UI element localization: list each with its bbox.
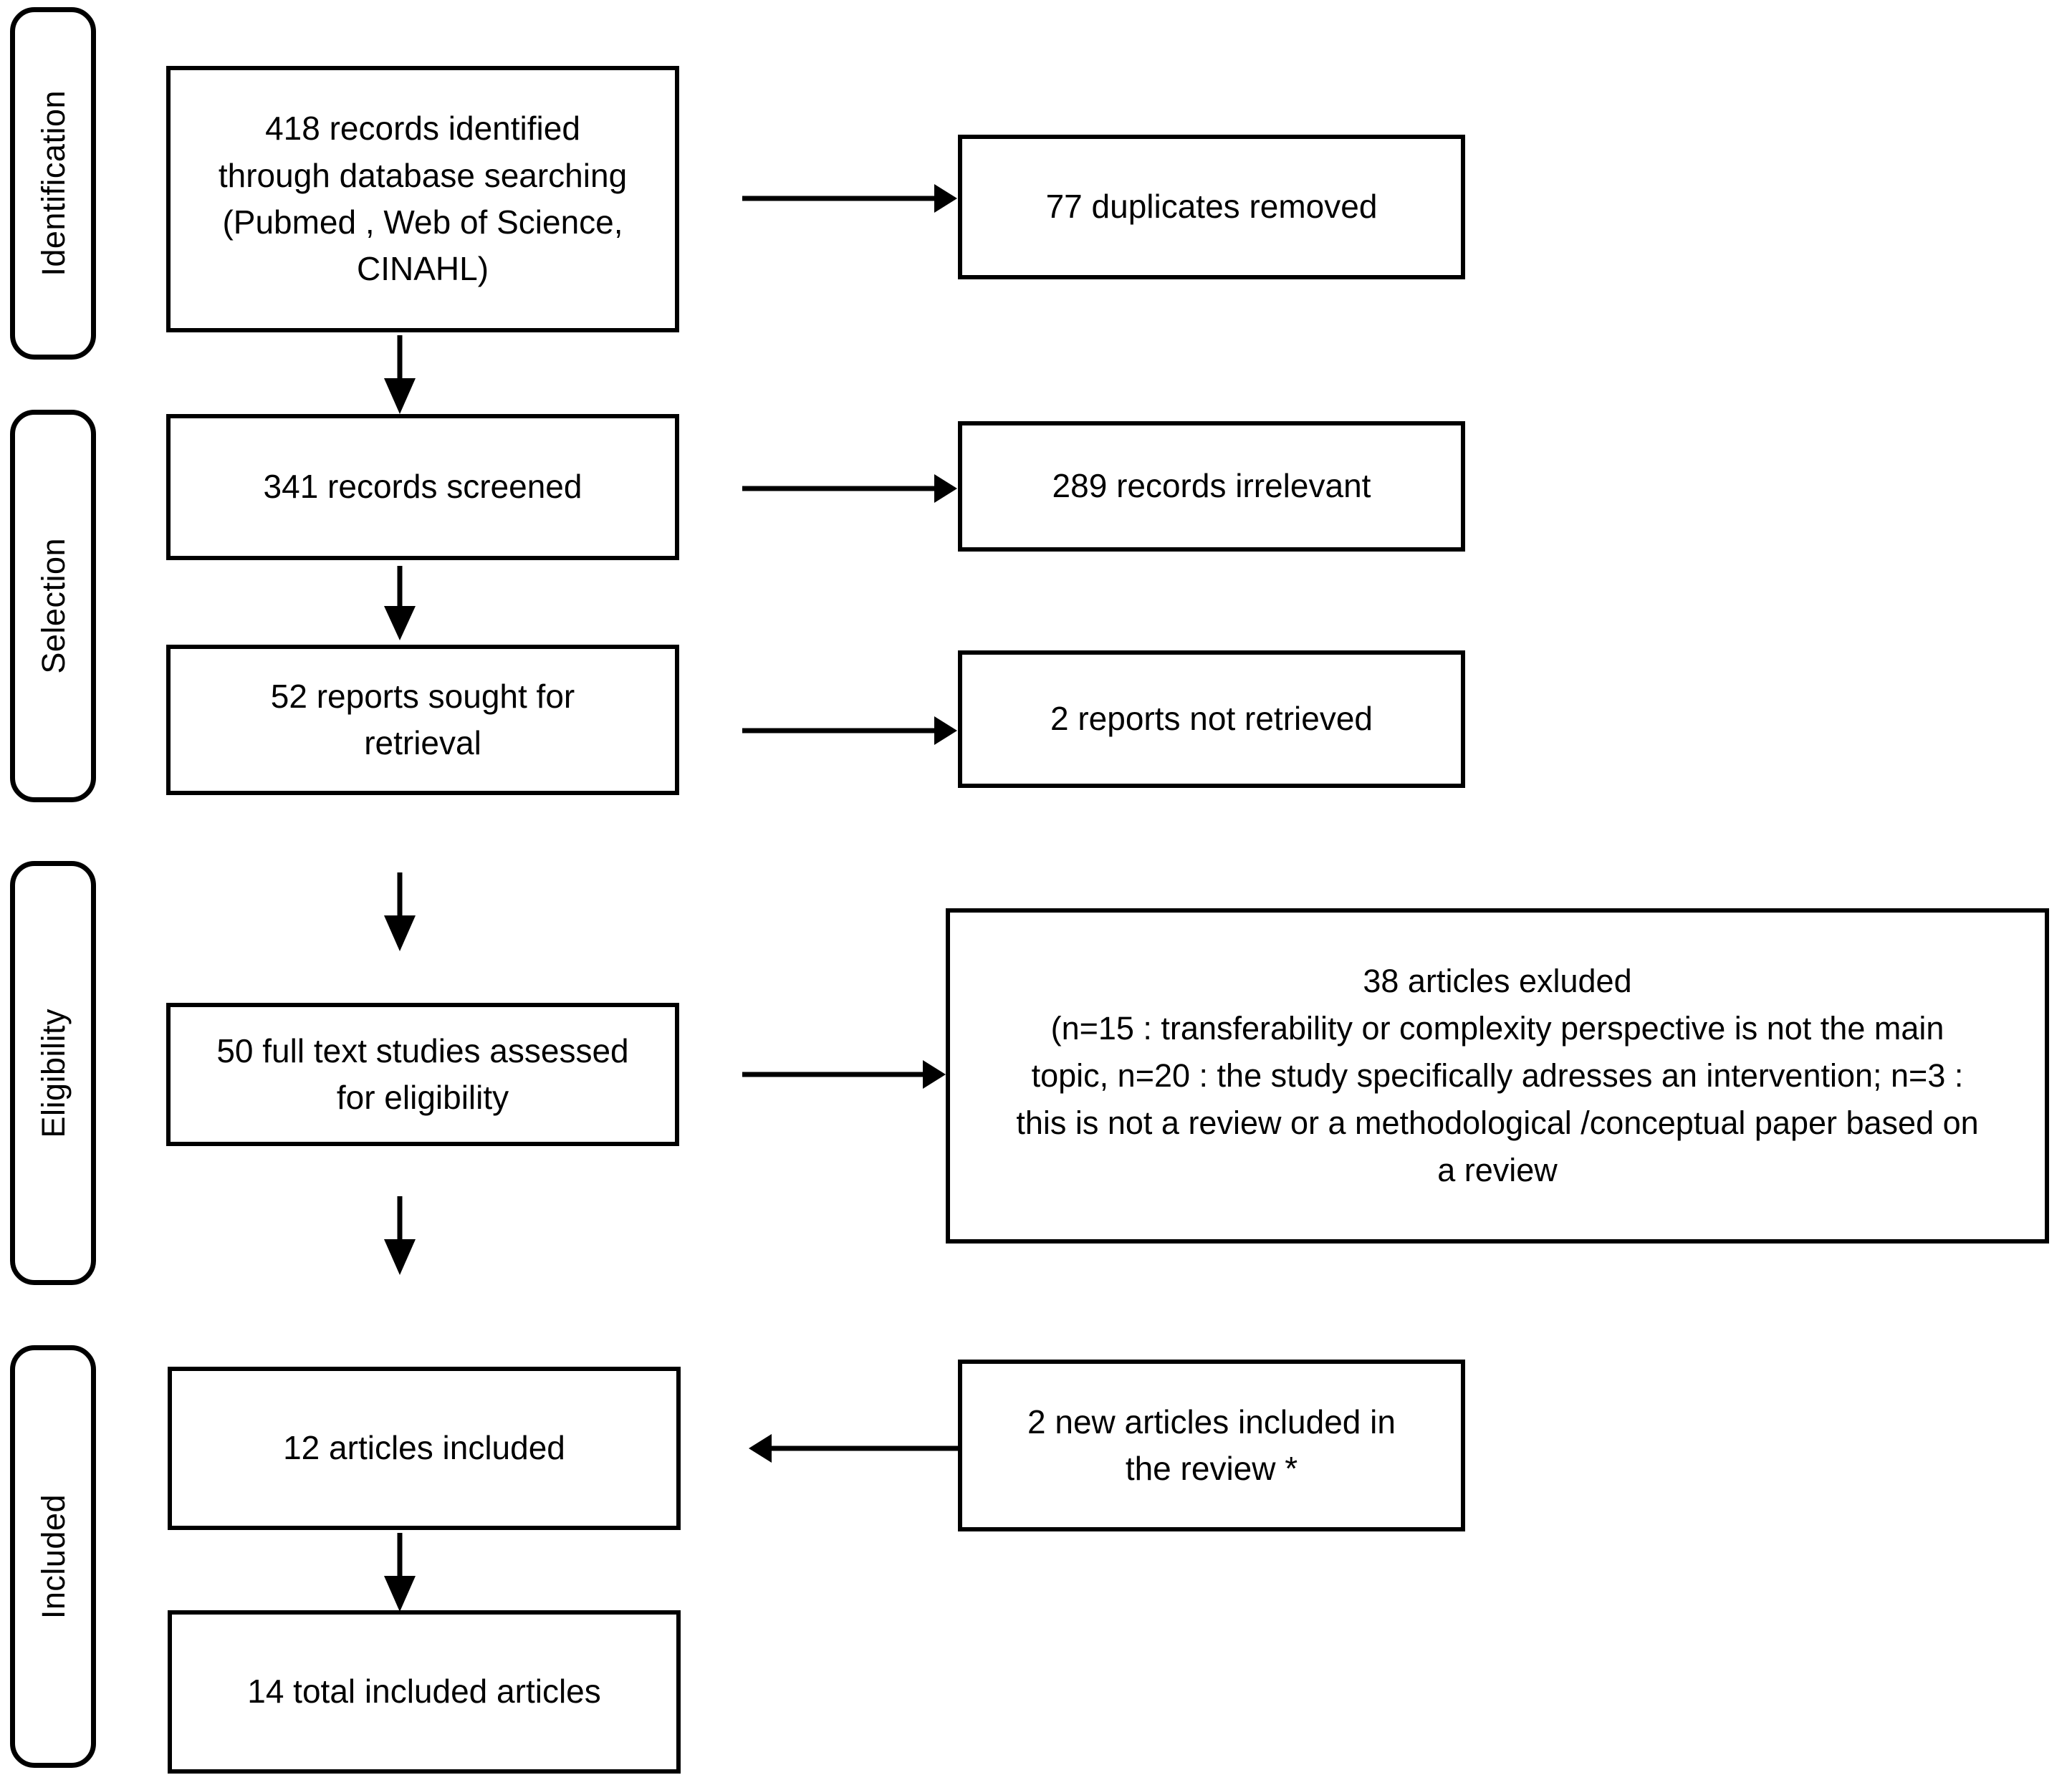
box-articles-excluded-text: 38 articles exluded (n=15 : transferabil… bbox=[1016, 962, 1979, 1189]
box-records-identified-text: 418 records identified through database … bbox=[218, 110, 628, 288]
connector-included-to-total bbox=[380, 1533, 420, 1612]
connector-sought-to-fulltext bbox=[380, 872, 420, 951]
box-records-irrelevant: 289 records irrelevant bbox=[958, 421, 1465, 552]
connector-fulltext-to-included bbox=[380, 1196, 420, 1275]
box-records-screened-text: 341 records screened bbox=[263, 468, 582, 506]
box-reports-not-retrieved: 2 reports not retrieved bbox=[958, 650, 1465, 788]
box-articles-excluded: 38 articles exluded (n=15 : transferabil… bbox=[946, 908, 2049, 1244]
box-records-irrelevant-text: 289 records irrelevant bbox=[1052, 467, 1371, 505]
stage-pill-selection: Selection bbox=[10, 410, 96, 802]
box-records-identified: 418 records identified through database … bbox=[166, 66, 679, 332]
box-duplicates-removed-text: 77 duplicates removed bbox=[1045, 188, 1378, 226]
stage-pill-included: Included bbox=[10, 1345, 96, 1768]
stage-label-included: Included bbox=[34, 1493, 72, 1620]
box-reports-sought-text: 52 reports sought for retrieval bbox=[270, 677, 575, 761]
connector-sought-to-not-retrieved bbox=[742, 716, 957, 745]
stage-label-selection: Selection bbox=[34, 538, 72, 674]
box-duplicates-removed: 77 duplicates removed bbox=[958, 135, 1465, 279]
connector-screened-to-sought bbox=[380, 566, 420, 640]
stage-pill-eligibility: Eligibility bbox=[10, 861, 96, 1285]
connector-new-articles-to-included bbox=[749, 1434, 958, 1463]
box-articles-included: 12 articles included bbox=[168, 1367, 681, 1530]
box-total-included-text: 14 total included articles bbox=[247, 1673, 601, 1711]
box-new-articles-included-text: 2 new articles included in the review * bbox=[1027, 1403, 1396, 1487]
stage-pill-identification: Identification bbox=[10, 7, 96, 360]
box-reports-sought: 52 reports sought for retrieval bbox=[166, 645, 679, 795]
box-full-text-assessed-text: 50 full text studies assessed for eligib… bbox=[216, 1031, 629, 1116]
stage-label-identification: Identification bbox=[34, 90, 72, 276]
connector-identified-to-screened bbox=[380, 335, 420, 414]
box-articles-included-text: 12 articles included bbox=[283, 1429, 565, 1467]
box-reports-not-retrieved-text: 2 reports not retrieved bbox=[1050, 700, 1373, 738]
stage-label-eligibility: Eligibility bbox=[34, 1008, 72, 1138]
connector-identified-to-duplicates bbox=[742, 184, 957, 213]
box-total-included: 14 total included articles bbox=[168, 1610, 681, 1774]
connector-fulltext-to-excluded bbox=[742, 1060, 946, 1089]
box-new-articles-included: 2 new articles included in the review * bbox=[958, 1360, 1465, 1531]
box-records-screened: 341 records screened bbox=[166, 414, 679, 560]
box-full-text-assessed: 50 full text studies assessed for eligib… bbox=[166, 1003, 679, 1146]
connector-screened-to-irrelevant bbox=[742, 474, 957, 503]
